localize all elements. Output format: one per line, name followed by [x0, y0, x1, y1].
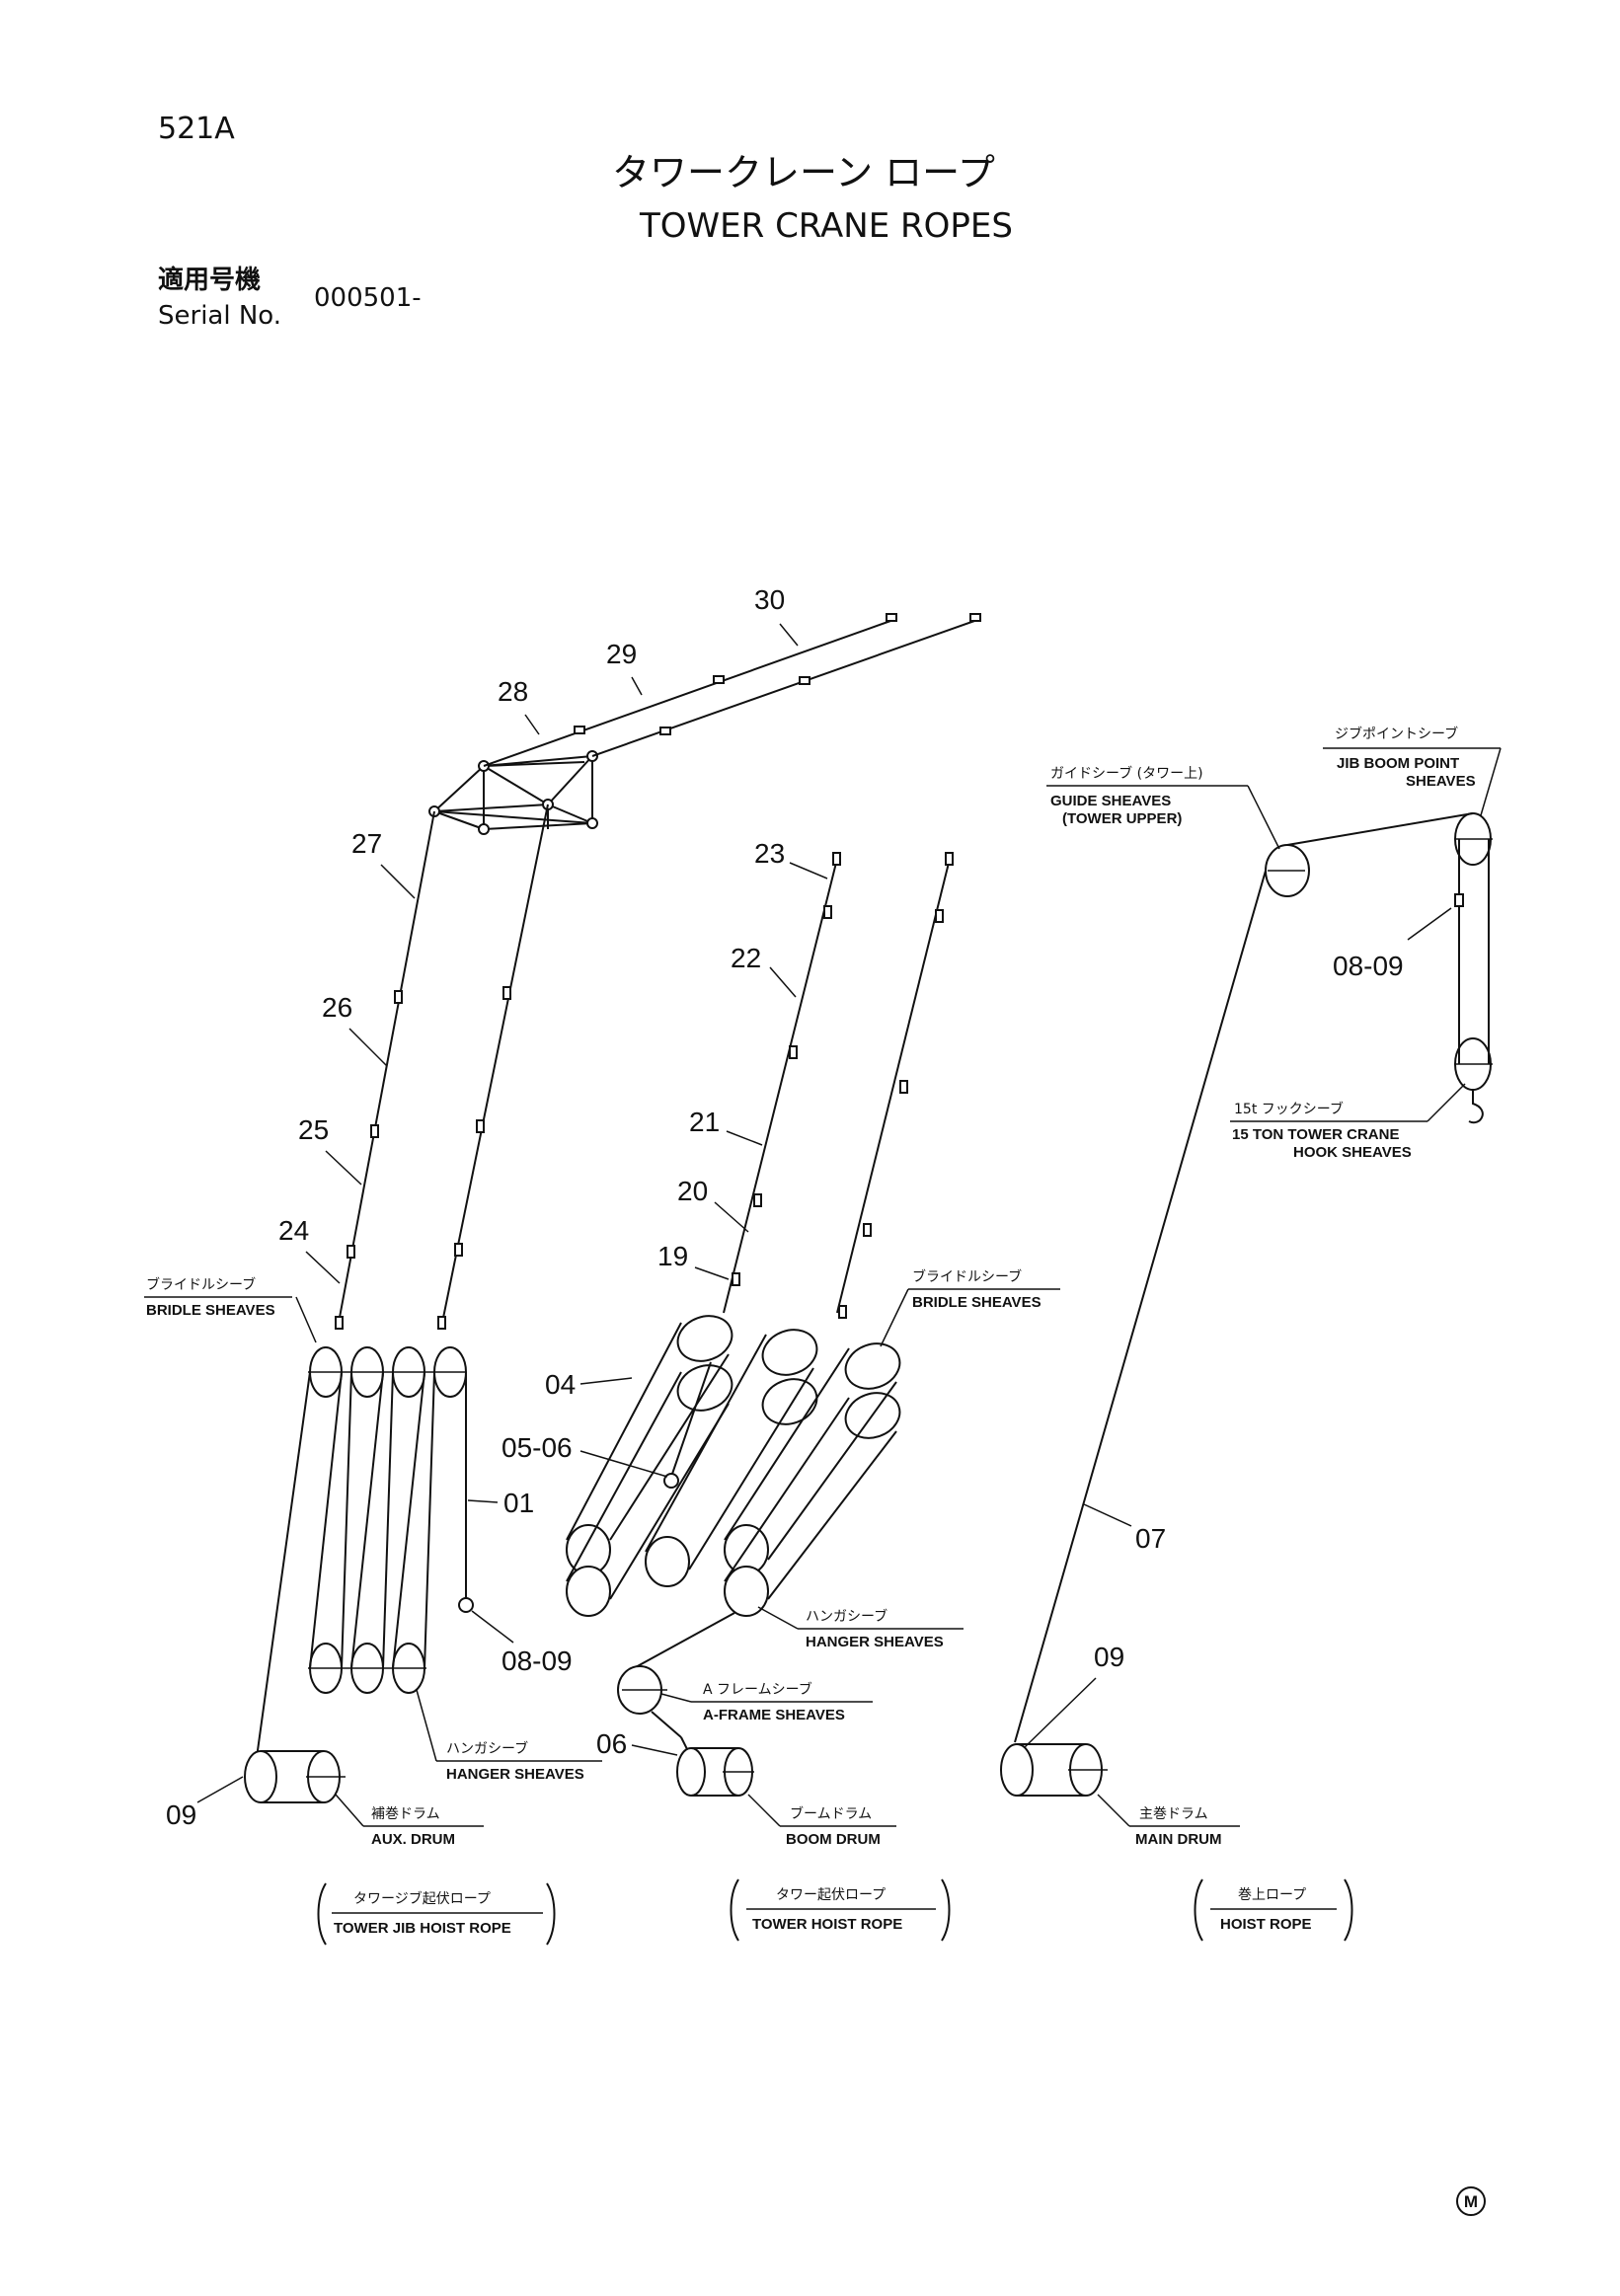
callout-06: 06 [596, 1728, 627, 1759]
callout-23: 23 [754, 838, 785, 869]
guide-en-line1: GUIDE SHEAVES [1050, 793, 1171, 809]
bridle-mid-jp: ブライドルシーブ [912, 1268, 1022, 1285]
serial-label-jp: 適用号機 [158, 265, 261, 295]
jib-pendants [483, 613, 981, 767]
left-reeving [254, 1371, 474, 1773]
left-hanger-sheaves [308, 1643, 426, 1694]
callout-24: 24 [278, 1215, 309, 1246]
aux-jp: 補巻ドラム [371, 1806, 440, 1822]
hook-en-line2: HOOK SHEAVES [1293, 1144, 1412, 1161]
serial-label-en: Serial No. [158, 301, 281, 331]
callout-29: 29 [606, 639, 637, 669]
mid-hanger-sheaves [566, 1524, 769, 1617]
callout-20: 20 [677, 1176, 708, 1206]
callout-28: 28 [498, 676, 528, 707]
group-tower-hoist-en: TOWER HOIST ROPE [752, 1916, 902, 1933]
callout-07: 07 [1135, 1523, 1166, 1554]
guide-jp: ガイドシーブ (タワー上) [1050, 765, 1203, 782]
hook-en-line1: 15 TON TOWER CRANE [1232, 1126, 1399, 1143]
group-hoist-rope: 巻上ロープ HOIST ROPE [1194, 1878, 1353, 1942]
callouts: 30 29 28 27 26 25 24 23 22 21 20 19 04 0… [166, 584, 1452, 1830]
callout-19: 19 [657, 1241, 688, 1271]
hoist-reeving [1014, 812, 1490, 1743]
title-jp: タワークレーン ロープ [612, 151, 995, 194]
boom-en: BOOM DRUM [786, 1831, 881, 1848]
mid-bridle-sheaves [676, 1315, 901, 1439]
main-jp: 主巻ドラム [1139, 1806, 1208, 1822]
bridle-left-jp: ブライドルシーブ [146, 1276, 256, 1293]
group-tower-hoist-rope: タワー起伏ロープ TOWER HOIST ROPE [730, 1878, 951, 1942]
hanger-mid-jp: ハンガシーブ [806, 1608, 887, 1625]
aframe-sheave [617, 1665, 692, 1758]
hook-sheaves [1454, 1037, 1493, 1124]
bridle-left-en: BRIDLE SHEAVES [146, 1302, 275, 1319]
left-bridle-sheaves [308, 1346, 467, 1398]
serial-value: 000501- [314, 283, 422, 313]
group-tower-hoist-jp: タワー起伏ロープ [776, 1887, 886, 1903]
boom-jp: ブームドラム [790, 1805, 872, 1822]
boom-drum [676, 1747, 754, 1797]
mid-pendants [723, 852, 954, 1319]
callout-08-09-right: 08-09 [1333, 951, 1404, 981]
callout-05-06: 05-06 [501, 1432, 573, 1463]
callout-26: 26 [322, 992, 352, 1023]
callout-04: 04 [545, 1369, 576, 1400]
main-drum [1000, 1743, 1108, 1797]
footer-mark-letter: M [1464, 2192, 1478, 2211]
aframe-jp: A フレームシーブ [703, 1681, 812, 1698]
callout-08-09-left: 08-09 [501, 1645, 573, 1676]
callout-21: 21 [689, 1107, 720, 1137]
callout-01: 01 [503, 1488, 534, 1518]
jib-point-sheaves [1454, 812, 1493, 866]
group-jib-hoist-jp: タワージブ起伏ロープ [353, 1890, 491, 1907]
aframe-en: A-FRAME SHEAVES [703, 1707, 845, 1723]
main-en: MAIN DRUM [1135, 1831, 1222, 1848]
group-jib-hoist-rope: タワージブ起伏ロープ TOWER JIB HOIST ROPE [317, 1882, 556, 1946]
callout-25: 25 [298, 1114, 329, 1145]
jib-jp: ジブポイントシーブ [1335, 726, 1458, 742]
aux-en: AUX. DRUM [371, 1831, 455, 1848]
page-code: 521A [158, 112, 235, 146]
hanger-mid-en: HANGER SHEAVES [806, 1634, 944, 1650]
left-pendants [335, 804, 549, 1330]
hook-jp: 15t フックシーブ [1234, 1101, 1344, 1117]
group-hoist-en: HOIST ROPE [1220, 1916, 1312, 1933]
title-en: TOWER CRANE ROPES [639, 206, 1013, 246]
callout-09-left: 09 [166, 1799, 196, 1830]
group-hoist-jp: 巻上ロープ [1238, 1887, 1306, 1903]
jib-en-line1: JIB BOOM POINT [1337, 755, 1459, 772]
guide-sheaves [1265, 844, 1310, 897]
jib-frame [428, 750, 598, 835]
footer-mark: M [1456, 2186, 1486, 2216]
callout-22: 22 [731, 943, 761, 973]
part-labels: ブライドルシーブ BRIDLE SHEAVES ブライドルシーブ BRIDLE … [144, 726, 1502, 1848]
bridle-mid-en: BRIDLE SHEAVES [912, 1294, 1041, 1311]
callout-27: 27 [351, 828, 382, 859]
group-jib-hoist-en: TOWER JIB HOIST ROPE [334, 1920, 511, 1937]
guide-en-line2: (TOWER UPPER) [1062, 810, 1182, 827]
callout-09-right: 09 [1094, 1642, 1124, 1672]
callout-30: 30 [754, 584, 785, 615]
mid-reeving [566, 1322, 897, 1669]
hanger-left-jp: ハンガシーブ [446, 1740, 528, 1757]
aux-drum [244, 1750, 346, 1803]
hanger-left-en: HANGER SHEAVES [446, 1766, 584, 1783]
jib-en-line2: SHEAVES [1406, 773, 1476, 790]
